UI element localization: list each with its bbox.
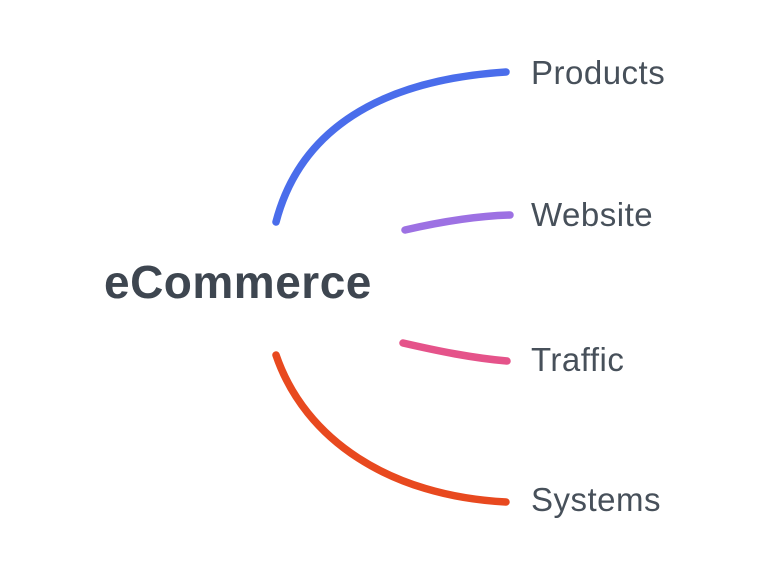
branch-curve-products	[272, 68, 510, 226]
branch-node-traffic[interactable]: Traffic	[531, 341, 625, 379]
central-topic-node[interactable]: eCommerce	[104, 255, 372, 308]
branch-curve-traffic	[399, 339, 511, 365]
branch-node-systems[interactable]: Systems	[531, 481, 662, 519]
branch-node-website[interactable]: Website	[531, 196, 654, 234]
branch-curve-website	[401, 211, 514, 234]
branch-curve-systems	[272, 351, 510, 506]
branch-node-products[interactable]: Products	[531, 54, 666, 92]
